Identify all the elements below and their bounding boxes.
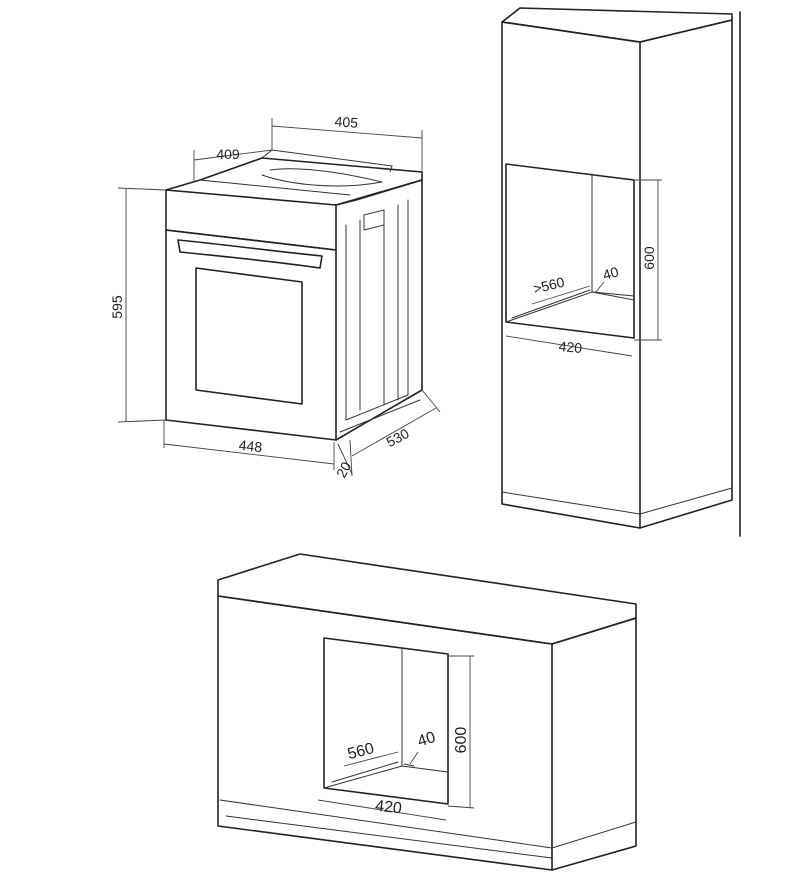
oven-front-body <box>165 229 337 441</box>
oven-dim-width-top: 405 <box>334 113 359 131</box>
oven-dim-front-width: 448 <box>238 437 263 455</box>
tall-cabinet-side <box>639 19 733 529</box>
base-cabinet-dim-depth: 560 <box>346 740 376 763</box>
tall-cabinet-dim-height: 600 <box>641 246 657 270</box>
tall-cabinet-dim-width: 420 <box>558 338 583 356</box>
oven-handle <box>177 239 323 269</box>
oven-dim-depth-top: 409 <box>216 146 240 162</box>
tall-cabinet-drawing: 600 420 >560 40 <box>501 7 741 537</box>
oven-dim-side-depth: 530 <box>384 425 412 450</box>
base-cabinet-drawing: 600 420 560 40 <box>217 553 637 871</box>
base-cabinet-side <box>551 617 637 871</box>
oven-dim-height: 595 <box>109 295 125 319</box>
base-cabinet-worktop <box>217 553 637 645</box>
tall-cabinet-front <box>501 21 641 529</box>
base-cabinet-front <box>217 595 553 871</box>
tall-cabinet-niche <box>505 163 635 339</box>
base-cabinet-dim-height: 600 <box>453 727 470 754</box>
tall-cabinet-dim-gap: 40 <box>601 263 621 283</box>
oven-window <box>195 267 303 405</box>
oven-side-body <box>335 179 423 441</box>
base-cabinet-dim-gap: 40 <box>416 729 438 751</box>
tall-cabinet-dim-depth: >560 <box>532 274 567 297</box>
base-cabinet-dim-width: 420 <box>374 798 402 818</box>
base-cabinet-niche <box>323 637 449 805</box>
oven-dim-offset: 20 <box>333 459 355 480</box>
oven-drawing: 405 409 595 448 530 20 <box>109 113 441 480</box>
tall-cabinet-top <box>501 7 733 43</box>
